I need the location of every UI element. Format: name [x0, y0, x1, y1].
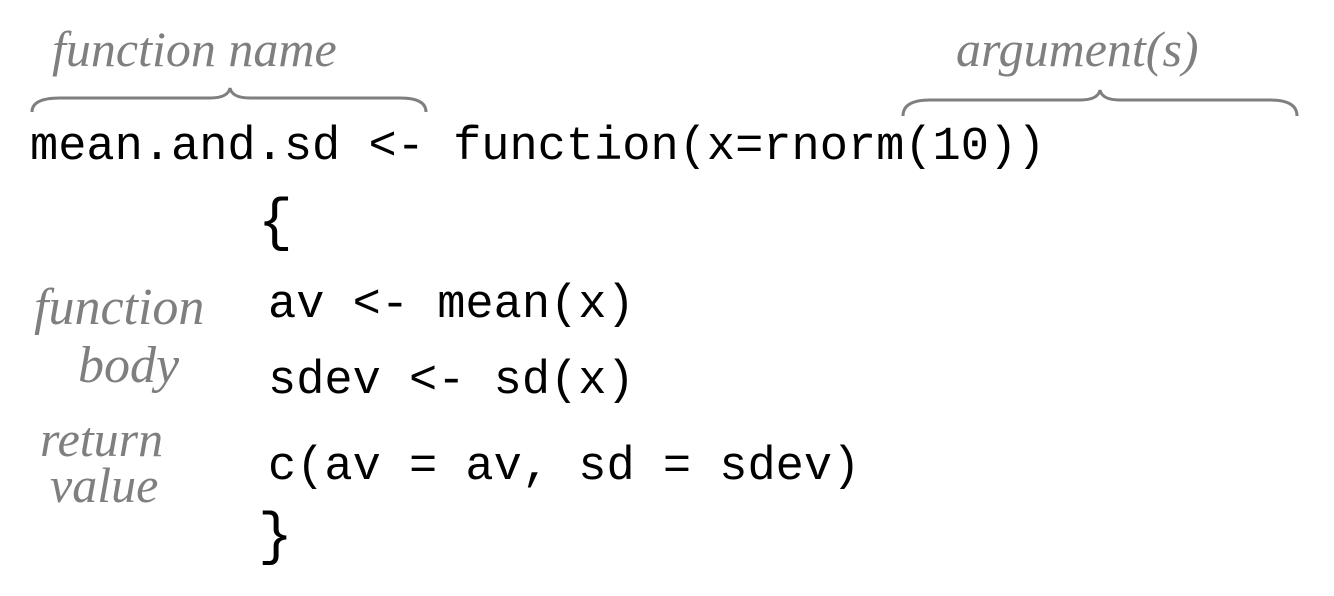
arguments-brace — [901, 89, 1299, 117]
return-value-label-line1: return — [40, 411, 164, 467]
return-value-label-line2: value — [50, 457, 159, 513]
code-open-brace: { — [258, 192, 293, 257]
arguments-label: argument(s) — [956, 21, 1199, 77]
code-line-mean: av <- mean(x) — [268, 279, 635, 332]
code-line-return: c(av = av, sd = sdev) — [268, 441, 861, 494]
function-name-brace — [30, 87, 428, 113]
function-body-label-line1: function — [34, 279, 205, 336]
function-body-label-line2: body — [78, 337, 180, 394]
code-close-brace: } — [258, 506, 293, 571]
function-name-label: function name — [52, 21, 337, 77]
code-line-sdev: sdev <- sd(x) — [268, 355, 635, 408]
code-line-signature: mean.and.sd <- function(x=rnorm(10)) — [30, 121, 1046, 174]
